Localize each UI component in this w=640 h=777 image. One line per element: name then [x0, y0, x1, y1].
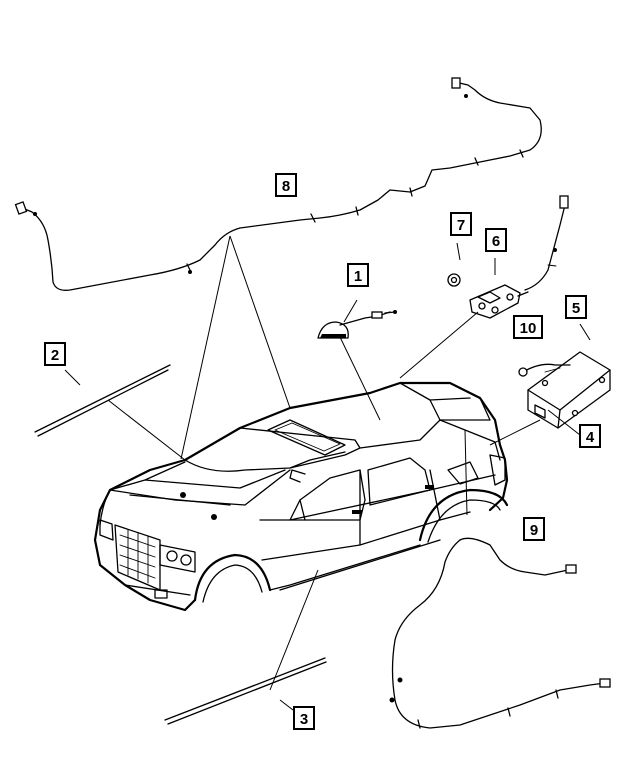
callout-8-label: 8: [282, 178, 290, 195]
callout-8: 8: [275, 173, 297, 197]
part-roof-antenna: [317, 310, 397, 339]
part-molding-lower: [164, 657, 327, 725]
callout-10: 10: [513, 315, 543, 339]
callout-2: 2: [44, 342, 66, 366]
part-nut: [447, 273, 461, 287]
callout-9-label: 9: [530, 522, 538, 539]
callout-4: 4: [579, 424, 601, 448]
callout-2-label: 2: [51, 347, 59, 364]
callout-4-label: 4: [586, 429, 595, 446]
callout-1-label: 1: [354, 268, 362, 285]
leader-lines: [64, 235, 591, 711]
callout-6: 6: [485, 228, 507, 252]
callout-3-label: 3: [300, 711, 308, 728]
callout-10-label: 10: [520, 320, 537, 337]
part-antenna-lead: [524, 195, 569, 291]
callout-7: 7: [450, 212, 472, 236]
part-control-module: [518, 351, 611, 429]
callout-3: 3: [293, 706, 315, 730]
callout-7-label: 7: [457, 217, 465, 234]
part-molding-upper: [34, 364, 171, 437]
callout-1: 1: [347, 263, 369, 287]
part-harness-lower: [389, 537, 611, 729]
part-harness-upper: [14, 77, 542, 291]
callout-5-label: 5: [572, 300, 580, 317]
callout-5: 5: [565, 295, 587, 319]
callout-6-label: 6: [492, 233, 500, 250]
car-body: [93, 381, 509, 612]
part-bracket: [469, 284, 529, 319]
callout-9: 9: [523, 517, 545, 541]
